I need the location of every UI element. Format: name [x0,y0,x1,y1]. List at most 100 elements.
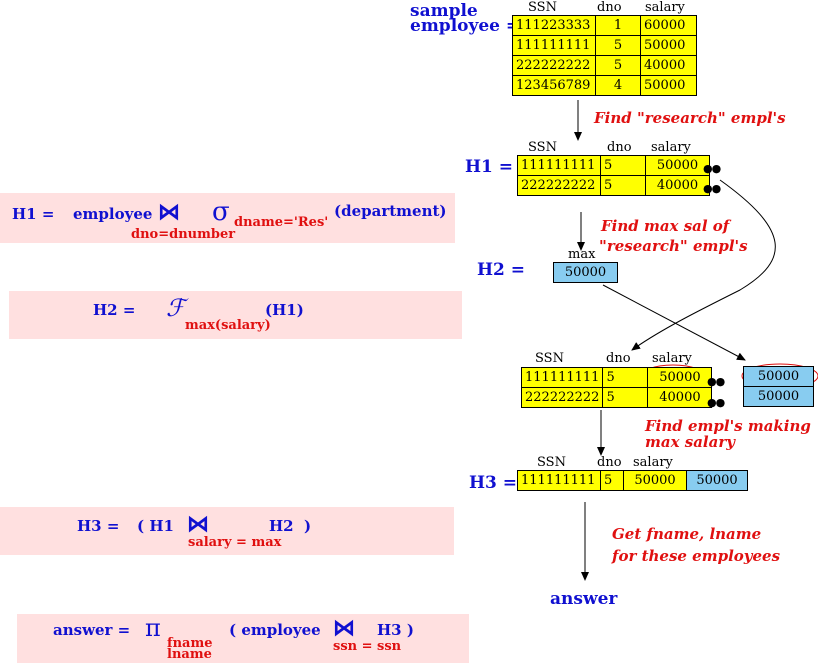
join-icon: ⋈ [333,615,355,641]
formula-answer-proj-fname: fname [167,636,213,651]
sigma-icon: σ [212,197,230,227]
pi-icon: π [145,614,161,642]
formula-h2-arg: (H1) [265,301,304,319]
formula-h2-aggregate: max(salary) [185,318,271,333]
h2-table: 50000 [553,262,618,283]
join-header-salary: salary [652,351,692,366]
cell: 5 [602,367,649,388]
arrow-h1-to-join-curve [631,179,776,351]
join-max-table: 50000 50000 [743,366,814,407]
h3-header-dno: dno [597,455,622,470]
arrow-h2-to-maxcol [602,284,746,361]
step3-note-line2: max salary [645,433,735,451]
cell: 50000 [623,470,687,491]
cell: 5 [595,35,641,56]
cell: 60000 [640,15,697,36]
employee-label: employee = [410,16,521,36]
ellipsis-dots: ●● [707,375,725,388]
step2-note-line1: Find max sal of [601,217,730,235]
step2-note-line2: "research" empl's [599,237,748,255]
formula-h3-box [0,507,454,555]
sample-header-dno: dno [597,0,622,15]
formula-h1-lhs: H1 = [12,205,55,223]
h3-label: H3 = [469,473,518,493]
formula-h3-lhs: H3 = [77,517,120,535]
h1-label: H1 = [465,157,514,177]
h3-header-salary: salary [633,455,673,470]
cell: 5 [602,387,649,408]
cell: 40000 [647,387,713,408]
cell: 222222222 [512,55,596,76]
h3-header-ssn: SSN [537,455,566,470]
ellipsis-dots: ●● [707,396,725,409]
step4-note-line2: for these employees [612,547,781,565]
cell: 5 [600,470,624,491]
h2-header-max: max [568,247,596,262]
cell: 50000 [553,262,618,283]
sample-header-ssn: SSN [528,0,557,15]
cell: 222222222 [517,175,601,196]
h3-table: 111111111 5 50000 50000 [517,470,748,491]
join-icon: ⋈ [187,511,209,537]
cell: 5 [600,155,646,176]
cell: 222222222 [520,387,604,408]
cell: 50000 [645,155,710,176]
formula-answer-employee: ( employee [229,621,321,639]
cell: 40000 [645,175,710,196]
cell: 1 [595,15,641,36]
cell: 111111111 [520,367,604,388]
cell: 50000 [686,470,748,491]
cell: 111111111 [512,35,596,56]
formula-answer-join-condition: ssn = ssn [333,639,402,654]
h2-label: H2 = [477,260,526,280]
cell: 50000 [647,367,713,388]
cell: 50000 [640,75,697,96]
h1-header-ssn: SSN [528,140,557,155]
cell: 50000 [640,35,697,56]
formula-answer-h3: H3 ) [377,621,414,639]
cell: 111111111 [517,155,601,176]
table-row: 111111111 5 50000 50000 [517,470,748,491]
formula-h3-h1: ( H1 [137,517,174,535]
formula-h1-arg: (department) [334,202,447,220]
aggregate-function-icon: ℱ [166,294,185,322]
cell: 5 [600,175,646,196]
cell: 50000 [743,386,814,407]
step4-note-line1: Get fname, lname [612,525,762,543]
formula-h1-employee: employee [73,205,153,223]
step3-note-line1: Find empl's making [645,417,811,435]
join-icon: ⋈ [158,199,180,225]
cell: 111223333 [512,15,596,36]
h1-header-salary: salary [651,140,691,155]
table-row: 50000 [743,366,814,387]
ellipsis-dots: ●● [703,182,721,195]
h1-header-dno: dno [607,140,632,155]
step1-note: Find "research" empl's [594,109,786,127]
join-header-dno: dno [606,351,631,366]
formula-h1-box [0,193,455,243]
formula-h1-join-condition: dno=dnumber [131,227,236,242]
formula-answer-proj-lname: lname [167,647,212,662]
formula-answer-lhs: answer = [53,621,131,639]
sample-label: sample [410,1,478,21]
formula-h3-h2: H2 ) [269,517,312,535]
cell: 111111111 [517,470,601,491]
cell: 5 [595,55,641,76]
table-row: 50000 [553,262,618,283]
cell: 50000 [743,366,814,387]
sample-header-salary: salary [645,0,685,15]
formula-h2-lhs: H2 = [93,301,136,319]
join-header-ssn: SSN [535,351,564,366]
answer-label: answer [550,589,618,609]
